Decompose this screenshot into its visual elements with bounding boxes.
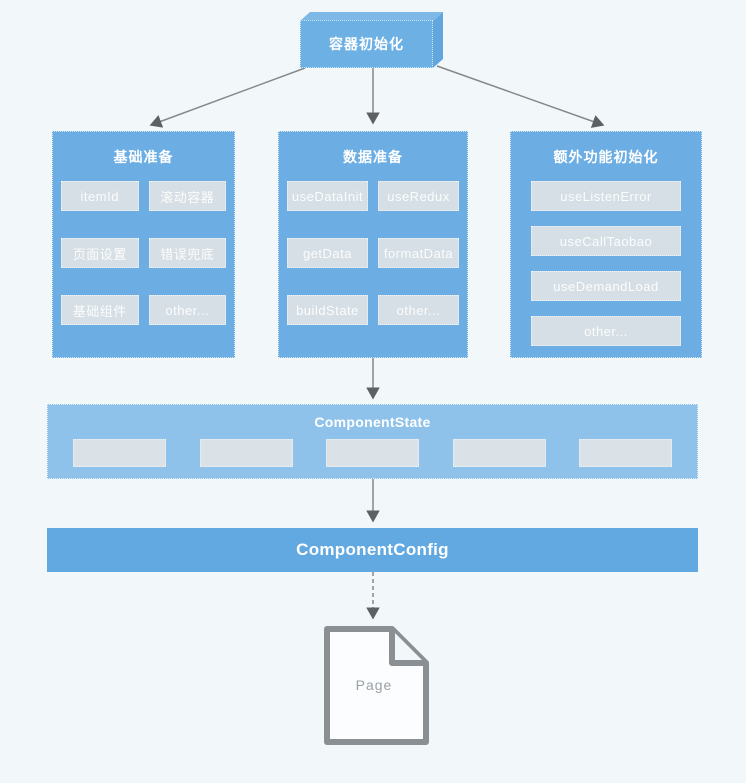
item-node: other... xyxy=(148,295,226,325)
item-node: useListenError xyxy=(531,181,681,211)
component-config-bar: ComponentConfig xyxy=(47,528,698,572)
item-node: getData xyxy=(287,238,368,268)
item-node: itemId xyxy=(61,181,139,211)
group-extra-init: 额外功能初始化 useListenError useCallTaobao use… xyxy=(510,131,702,358)
page-node: Page xyxy=(318,625,430,746)
state-empty-slot xyxy=(199,439,293,467)
item-node: 页面设置 xyxy=(61,238,139,268)
group-title: 基础准备 xyxy=(113,149,174,165)
arrow-root-to-group3 xyxy=(436,65,605,128)
group-items: useListenError useCallTaobao useDemandLo… xyxy=(511,177,701,346)
group-title: 数据准备 xyxy=(343,149,403,165)
root-node-label: 容器初始化 xyxy=(300,20,433,68)
state-empty-slot xyxy=(579,439,672,467)
group-items: useDataInit useRedux getData formatData … xyxy=(279,177,467,325)
item-node: 错误兜底 xyxy=(148,238,226,268)
item-node: buildState xyxy=(287,295,368,325)
cube-right-face xyxy=(433,12,443,68)
state-empty-slot xyxy=(452,439,546,467)
group-items: itemId 滚动容器 页面设置 错误兜底 基础组件 other... xyxy=(53,177,234,325)
item-node: other... xyxy=(378,295,459,325)
item-node: formatData xyxy=(378,238,459,268)
item-node: useDataInit xyxy=(287,181,368,211)
root-node: 容器初始化 xyxy=(300,12,443,68)
cube-top-face xyxy=(300,12,443,21)
page-document-icon xyxy=(324,626,429,745)
state-empty-slot xyxy=(326,439,419,467)
page-node-label: Page xyxy=(355,677,393,693)
item-node: useDemandLoad xyxy=(531,271,681,301)
component-state-title: ComponentState xyxy=(314,414,431,430)
state-slot-row xyxy=(48,439,697,467)
item-node: useCallTaobao xyxy=(531,226,681,256)
group-title: 额外功能初始化 xyxy=(553,149,659,165)
item-node: other... xyxy=(531,316,681,346)
state-empty-slot xyxy=(73,439,166,467)
component-state-bar: ComponentState xyxy=(47,404,698,479)
item-node: 滚动容器 xyxy=(148,181,226,211)
arrow-root-to-group1 xyxy=(149,67,306,128)
group-data-prep: 数据准备 useDataInit useRedux getData format… xyxy=(278,131,468,358)
group-basic-prep: 基础准备 itemId 滚动容器 页面设置 错误兜底 基础组件 other... xyxy=(52,131,235,358)
item-node: useRedux xyxy=(378,181,459,211)
item-node: 基础组件 xyxy=(61,295,139,325)
